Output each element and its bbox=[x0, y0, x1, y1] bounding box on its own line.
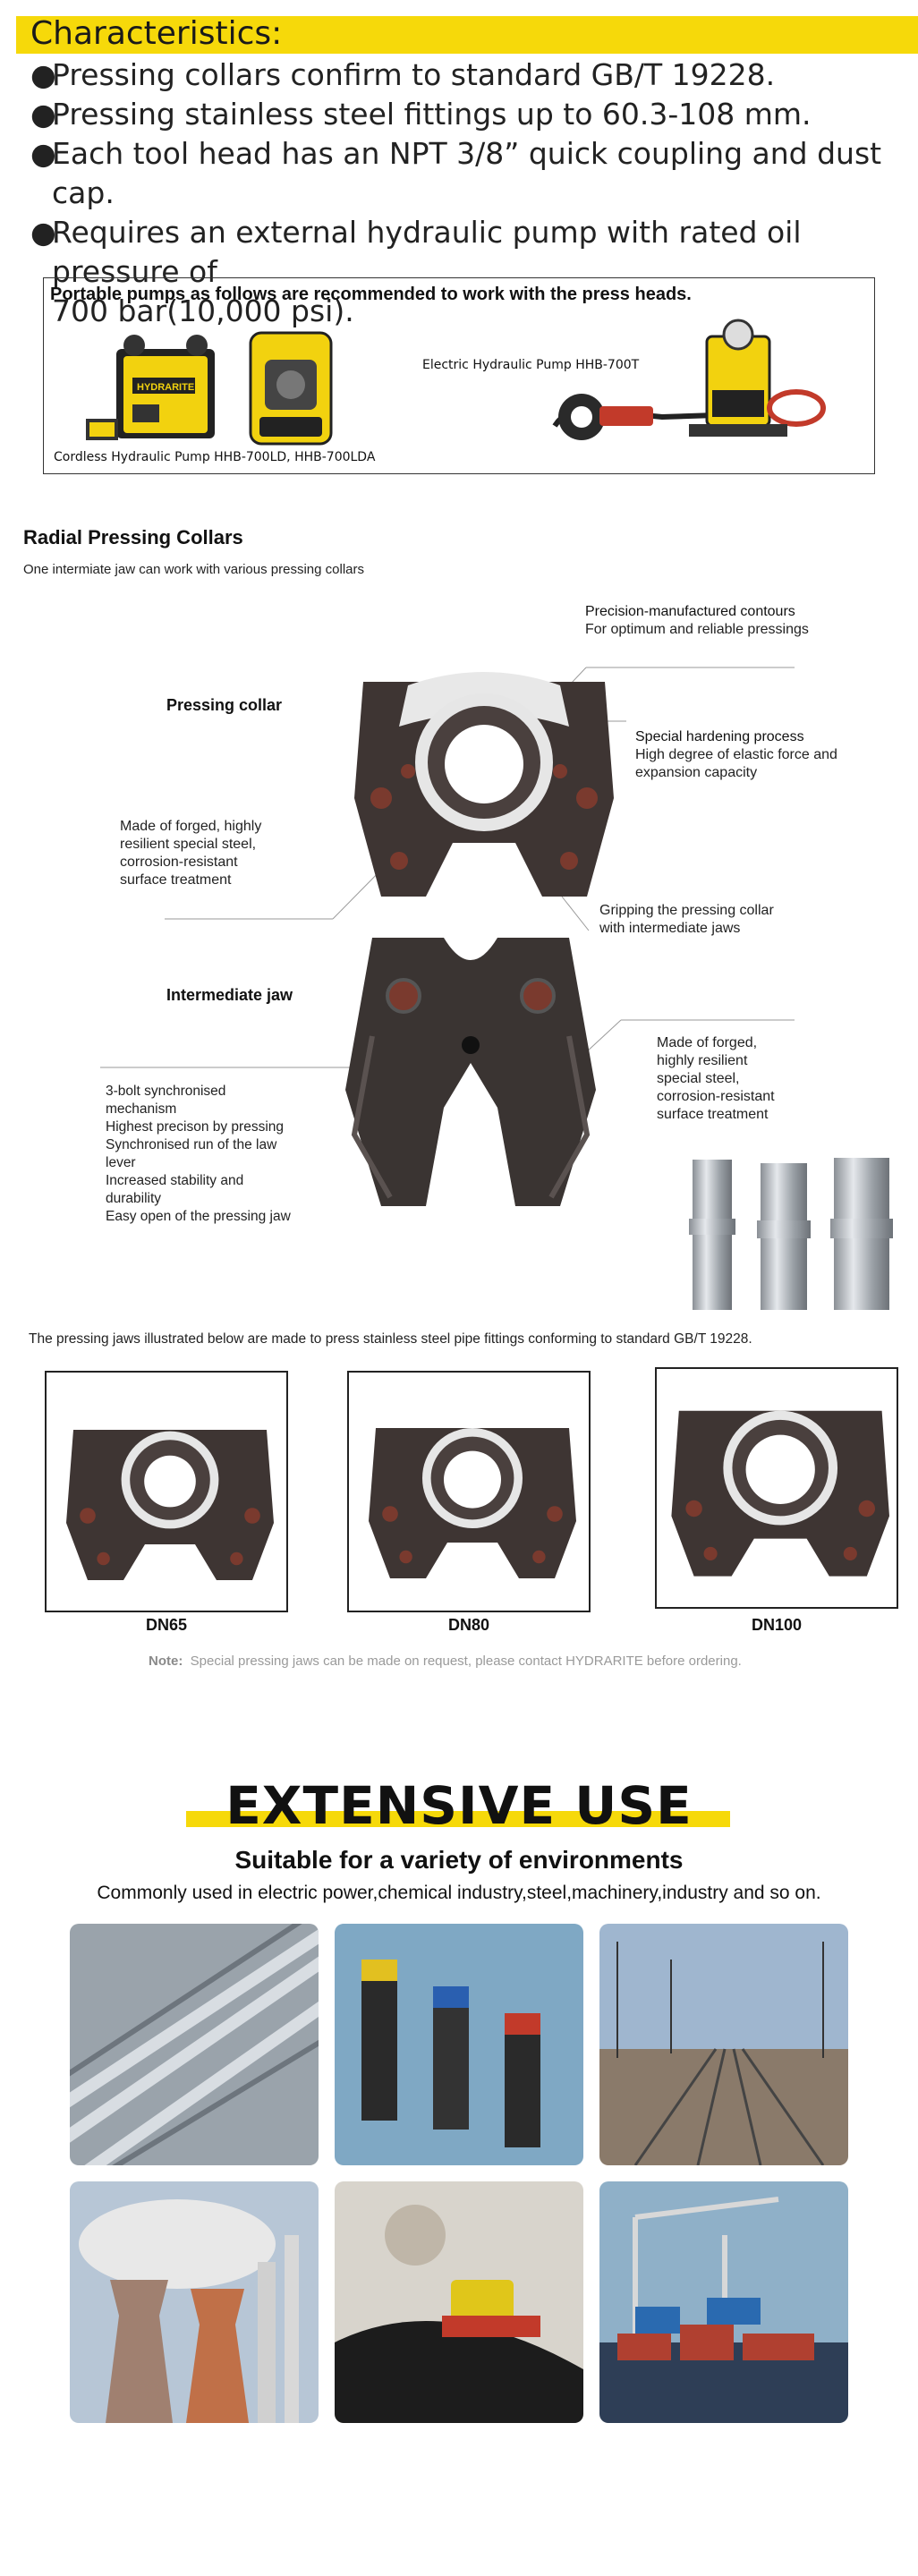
jaw-dn80-image bbox=[369, 1428, 576, 1578]
callout-forged-left: Made of forged, highly resilient special… bbox=[120, 819, 262, 888]
extensive-use-description: Commonly used in electric power,chemical… bbox=[97, 1883, 821, 1903]
jaw-label-dn80: DN80 bbox=[447, 1616, 490, 1634]
bullet-dot-icon: ● bbox=[30, 215, 56, 250]
radial-section-subtitle: One intermiate jaw can work with various… bbox=[23, 562, 364, 577]
bullet-item: ●Each tool head has an NPT 3/8” quick co… bbox=[30, 134, 907, 213]
pump-recommendation-box bbox=[43, 277, 875, 474]
photo-port-cranes bbox=[599, 2181, 848, 2423]
electric-pump-caption: Electric Hydraulic Pump HHB-700T bbox=[422, 358, 640, 372]
characteristics-list: ●Pressing collars confirm to standard GB… bbox=[30, 55, 907, 331]
label-intermediate-jaw: Intermediate jaw bbox=[166, 986, 293, 1004]
extensive-use-subtitle: Suitable for a variety of environments bbox=[234, 1846, 684, 1874]
cordless-pump-caption: Cordless Hydraulic Pump HHB-700LD, HHB-7… bbox=[54, 450, 376, 464]
bullet-dot-icon: ● bbox=[30, 136, 56, 171]
radial-section-title: Radial Pressing Collars bbox=[23, 526, 243, 548]
callout-3-bolt: 3-bolt synchronised mechanism Highest pr… bbox=[106, 1084, 291, 1224]
bullet-dot-icon: ● bbox=[30, 97, 56, 132]
jaw-label-dn65: DN65 bbox=[145, 1616, 188, 1634]
bullet-item: ●Requires an external hydraulic pump wit… bbox=[30, 213, 907, 292]
photo-worker bbox=[335, 2181, 583, 2423]
label-pressing-collar: Pressing collar bbox=[166, 696, 283, 714]
photo-railway bbox=[599, 1924, 848, 2165]
jaws-standard-note: The pressing jaws illustrated below are … bbox=[29, 1331, 752, 1347]
cordless-pump-image: HYDRARITE bbox=[86, 331, 333, 446]
jaw-dn100-image bbox=[671, 1410, 889, 1577]
callout-contours: Precision-manufactured contours For opti… bbox=[585, 604, 809, 637]
jaw-frame-dn80 bbox=[347, 1371, 591, 1612]
bullet-item-continuation: 700 bar(10,000 psi). bbox=[52, 293, 354, 328]
characteristics-highlight-bar bbox=[16, 16, 918, 54]
extensive-use-highlight-bar bbox=[186, 1811, 730, 1827]
jaw-frame-dn100 bbox=[655, 1367, 898, 1609]
bullet-item: ●Pressing stainless steel fittings up to… bbox=[30, 95, 907, 134]
callout-hardening: Special hardening process High degree of… bbox=[635, 729, 837, 780]
electric-pump-image bbox=[552, 319, 826, 440]
jaw-dn65-image bbox=[66, 1430, 274, 1580]
photo-cooling-towers bbox=[70, 2181, 319, 2423]
pressing-collar-image bbox=[354, 672, 614, 897]
bullet-item: ●Pressing collars confirm to standard GB… bbox=[30, 55, 907, 95]
extensive-use-title: EXTENSIVE USE bbox=[225, 1775, 693, 1836]
photo-pipeline bbox=[70, 1924, 319, 2165]
pump-box-title: Portable pumps as follows are recommende… bbox=[50, 285, 692, 304]
characteristics-title: Characteristics: bbox=[30, 15, 283, 52]
pipe-fittings-image bbox=[689, 1158, 893, 1310]
bullet-dot-icon: ● bbox=[30, 57, 56, 92]
callout-forged-right: Made of forged, highly resilient special… bbox=[657, 1035, 775, 1122]
jaw-frame-dn65 bbox=[45, 1371, 288, 1612]
brand-logo-text: HYDRARITE bbox=[137, 382, 194, 393]
photo-insulators bbox=[335, 1924, 583, 2165]
callout-gripping: Gripping the pressing collar with interm… bbox=[599, 903, 774, 936]
jaw-label-dn100: DN100 bbox=[751, 1616, 803, 1634]
special-jaws-note: Note: Special pressing jaws can be made … bbox=[149, 1654, 742, 1669]
intermediate-jaw-image bbox=[345, 938, 596, 1206]
